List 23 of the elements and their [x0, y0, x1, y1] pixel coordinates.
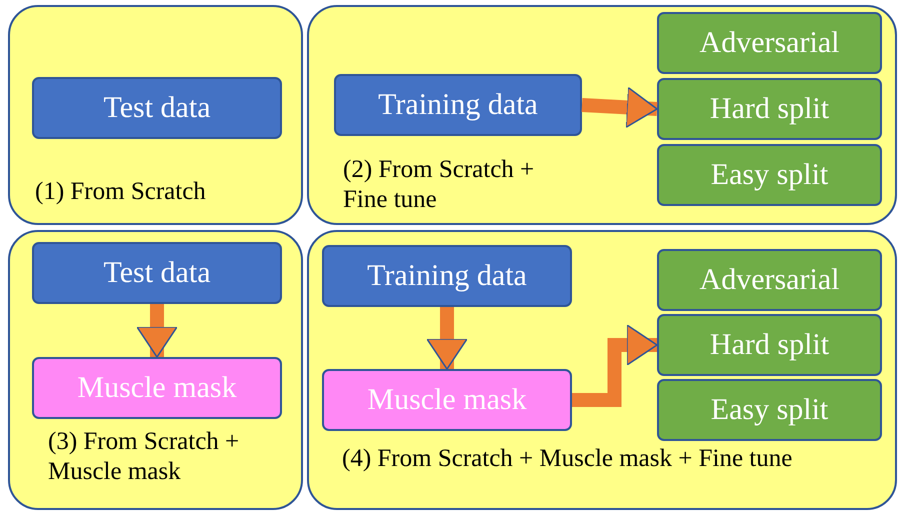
- data-box: Test data: [32, 77, 282, 139]
- split-box: Easy split: [657, 379, 882, 441]
- mask-box: Muscle mask: [322, 369, 572, 431]
- split-box: Hard split: [657, 78, 882, 140]
- split-box: Easy split: [657, 144, 882, 206]
- split-box: Hard split: [657, 314, 882, 376]
- block-arrow: [426, 307, 468, 370]
- panel-caption: (4) From Scratch + Muscle mask + Fine tune: [342, 444, 792, 474]
- panel-caption: (2) From Scratch + Fine tune: [343, 155, 536, 215]
- panel-caption: (1) From Scratch: [35, 177, 206, 207]
- data-box: Test data: [32, 242, 282, 304]
- panel: [307, 5, 897, 225]
- panel: [307, 230, 897, 510]
- block-arrow: [582, 86, 658, 128]
- panel-caption: (3) From Scratch + Muscle mask: [48, 427, 240, 487]
- data-box: Training data: [334, 74, 582, 136]
- mask-box: Muscle mask: [32, 357, 282, 419]
- data-box: Training data: [322, 245, 572, 307]
- panel: [8, 5, 303, 225]
- split-box: Adversarial: [657, 249, 882, 311]
- block-arrow: [136, 304, 178, 358]
- panel: [8, 230, 303, 510]
- split-box: Adversarial: [657, 12, 882, 74]
